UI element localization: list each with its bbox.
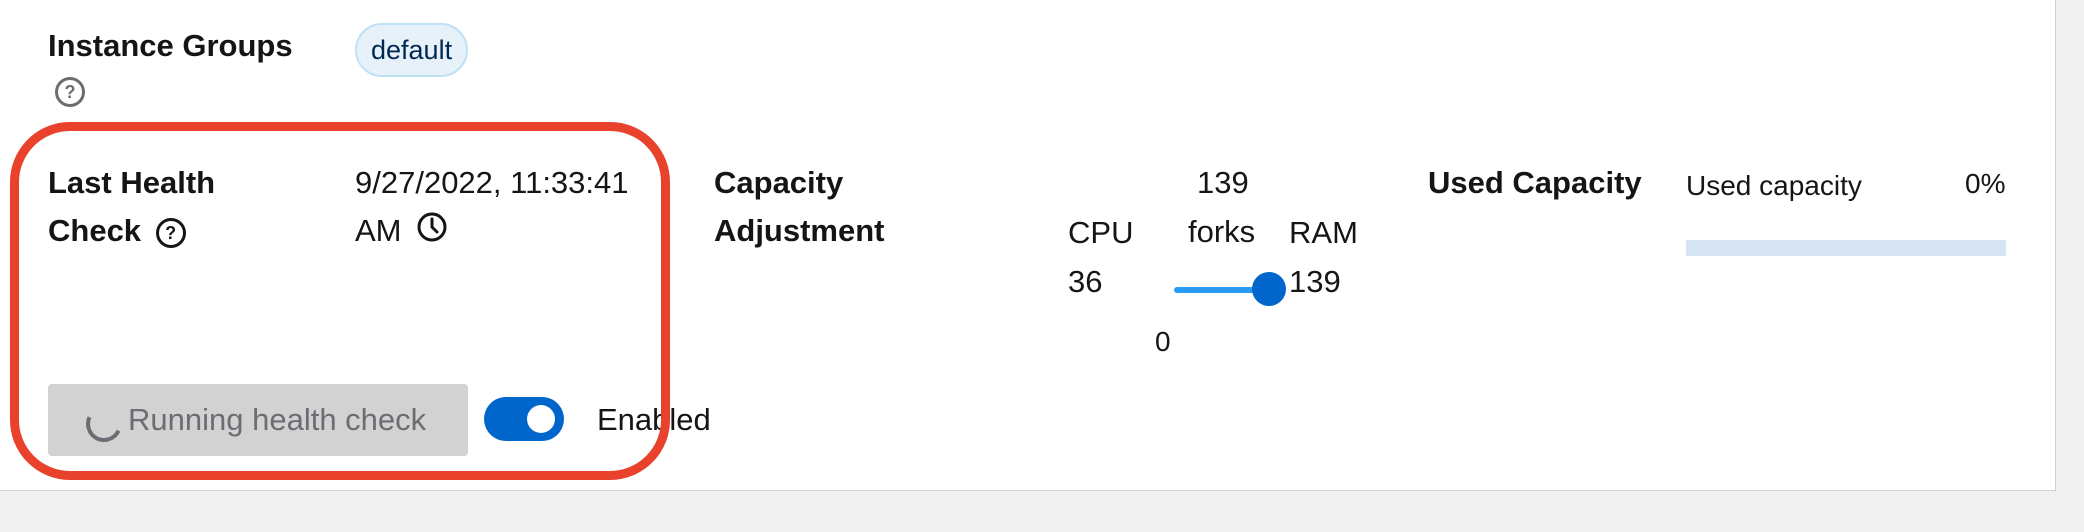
toggle-knob — [527, 405, 555, 433]
slider-track — [1174, 287, 1270, 293]
used-capacity-label: Used Capacity — [1428, 165, 1642, 200]
forks-label: forks — [1188, 214, 1256, 249]
slider-min-label: 0 — [1155, 326, 1171, 357]
enabled-toggle[interactable] — [484, 397, 564, 441]
instance-details-panel: Instance Groups ? default Last Health Ch… — [0, 0, 2056, 491]
ram-label: RAM — [1289, 215, 1358, 250]
question-circle-icon[interactable]: ? — [55, 77, 85, 107]
instance-groups-label: Instance Groups — [48, 28, 293, 63]
forks-value: 139 — [1197, 165, 1249, 200]
run-health-check-button[interactable]: Running health check — [48, 384, 468, 456]
capacity-adjustment-label: Capacity Adjustment — [714, 159, 885, 255]
clock-icon — [416, 209, 448, 257]
capacity-adjustment-label-line1: Capacity — [714, 165, 844, 200]
used-capacity-bar-label: Used capacity — [1686, 170, 1862, 201]
enabled-toggle-label: Enabled — [597, 402, 711, 437]
used-capacity-percent: 0% — [1965, 168, 2006, 199]
run-health-check-button-label: Running health check — [128, 402, 427, 437]
slider-thumb[interactable] — [1252, 272, 1286, 306]
last-health-check-value: 9/27/2022, 11:33:41 AM — [355, 159, 629, 257]
ram-value: 139 — [1289, 264, 1341, 299]
capacity-slider[interactable] — [1172, 272, 1286, 312]
last-health-check-time-text: AM — [355, 213, 402, 248]
question-circle-icon[interactable]: ? — [155, 207, 186, 255]
cpu-value: 36 — [1068, 264, 1103, 299]
last-health-check-label: Last Health Check ? — [48, 159, 215, 255]
last-health-check-label-line1: Last Health — [48, 165, 216, 200]
instance-group-label-default[interactable]: default — [355, 23, 469, 77]
last-health-check-label-line2-text: Check — [48, 213, 142, 248]
cpu-label: CPU — [1068, 215, 1134, 250]
spinner-icon — [80, 400, 128, 448]
last-health-check-date: 9/27/2022, 11:33:41 — [355, 165, 629, 200]
last-health-check-time: AM — [355, 207, 629, 257]
used-capacity-progress-bar — [1686, 240, 2006, 256]
last-health-check-label-line2: Check ? — [48, 207, 215, 255]
capacity-adjustment-label-line2: Adjustment — [714, 213, 885, 248]
